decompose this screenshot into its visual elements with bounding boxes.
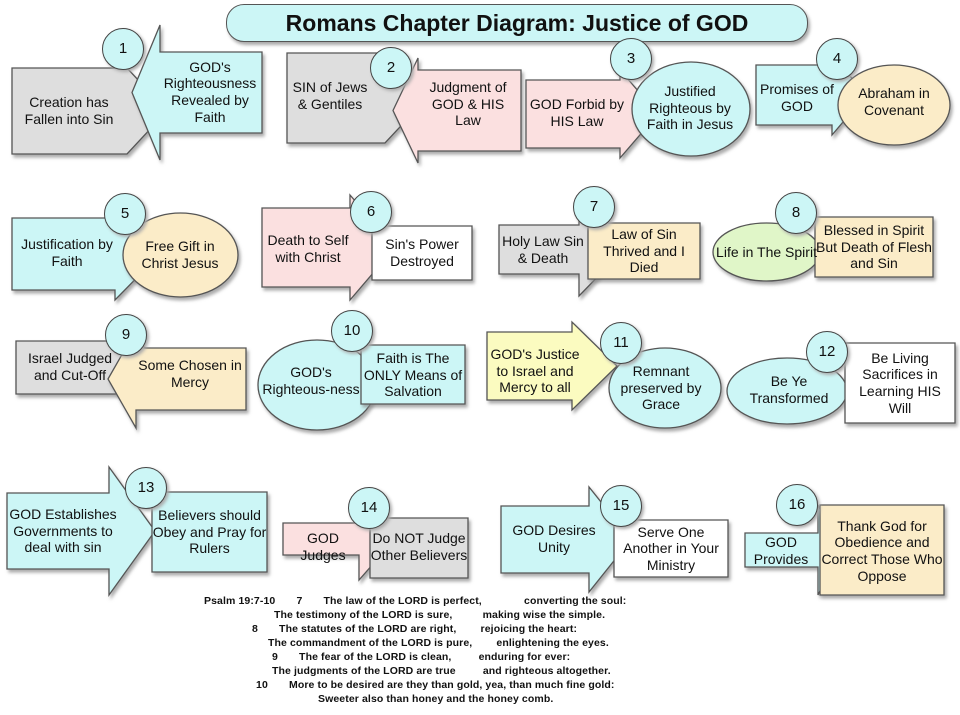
panel-3-right-label: Justified Righteous by Faith in Jesus bbox=[646, 83, 734, 133]
panel-7-left-label: Holy Law Sin & Death bbox=[502, 233, 584, 266]
panel-13-front-shape bbox=[151, 491, 268, 573]
panel-2-number-badge: 2 bbox=[370, 47, 412, 89]
diagram-title: Romans Chapter Diagram: Justice of GOD bbox=[226, 4, 808, 42]
panel-14-left-label: GOD Judges bbox=[300, 530, 346, 563]
panel-11-left-label: GOD's Justice to Israel and Mercy to all bbox=[490, 346, 580, 396]
panel-11-number-badge: 11 bbox=[600, 322, 642, 364]
panel-7-right-label: Law of Sin Thrived and I Died bbox=[603, 226, 685, 276]
panel-6-front-shape bbox=[371, 225, 473, 281]
psalm-line: The testimony of the LORD is sure, makin… bbox=[274, 609, 606, 621]
panel-15-right-label: Serve One Another in Your Ministry bbox=[623, 523, 719, 573]
panel-3-front-shape bbox=[631, 61, 751, 157]
panel-9-left-label: Israel Judged and Cut-Off bbox=[27, 350, 113, 383]
psalm-line: 10 More to be desired are they than gold… bbox=[256, 679, 615, 691]
panel-8-front-shape bbox=[814, 216, 934, 278]
panel-6-left-label: Death to Self with Christ bbox=[267, 232, 349, 265]
panel-12-number-badge: 12 bbox=[806, 331, 848, 373]
panel-10-front-shape bbox=[360, 344, 466, 405]
panel-6-right-label: Sin's Power Destroyed bbox=[385, 236, 459, 269]
panel-16-front-shape bbox=[819, 504, 945, 596]
panel-11-right-label: Remnant preserved by Grace bbox=[620, 363, 702, 413]
panel-3-left-label: GOD Forbid by HIS Law bbox=[529, 96, 625, 129]
panel-1-right-label: GOD's Righteousness Revealed by Faith bbox=[163, 58, 257, 125]
panel-13-number-badge: 13 bbox=[125, 467, 167, 509]
panel-8-left-label: Life in The Spirit bbox=[716, 243, 817, 260]
panel-2-left-label: SIN of Jews & Gentiles bbox=[292, 79, 368, 112]
panel-5-front-shape bbox=[122, 212, 239, 298]
panel-9-right-label: Some Chosen in Mercy bbox=[138, 357, 242, 390]
panel-1-back-shape bbox=[11, 67, 168, 155]
panel-5-right-label: Free Gift in Christ Jesus bbox=[141, 238, 219, 271]
panel-11-front-shape bbox=[608, 347, 722, 429]
panel-1-number-badge: 1 bbox=[102, 28, 144, 70]
panel-10-number-badge: 10 bbox=[331, 310, 373, 352]
panel-16-right-label: Thank God for Obedience and Correct Thos… bbox=[821, 517, 943, 584]
panel-12-front-shape bbox=[844, 342, 956, 424]
panel-16-number-badge: 16 bbox=[776, 484, 818, 526]
panel-8-number-badge: 8 bbox=[775, 192, 817, 234]
panel-7-front-shape bbox=[587, 222, 701, 280]
panel-3-number-badge: 3 bbox=[610, 38, 652, 80]
psalm-line: The commandment of the LORD is pure, enl… bbox=[268, 637, 609, 649]
panel-3-back-shape bbox=[525, 68, 659, 160]
panel-2-right-label: Judgment of GOD & HIS Law bbox=[429, 79, 507, 129]
panel-14-number-badge: 14 bbox=[348, 487, 390, 529]
panel-15-back-shape bbox=[500, 485, 632, 594]
panel-4-front-shape bbox=[837, 64, 951, 146]
panel-12-right-label: Be Living Sacrifices in Learning HIS Wil… bbox=[859, 349, 941, 416]
panel-2-front-shape bbox=[392, 57, 522, 164]
panel-11-back-shape bbox=[486, 320, 618, 412]
panel-13-back-shape bbox=[6, 464, 156, 598]
panel-15-left-label: GOD Desires Unity bbox=[512, 522, 596, 555]
panel-9-number-badge: 9 bbox=[105, 314, 147, 356]
panel-13-left-label: GOD Establishes Governments to deal with… bbox=[9, 506, 117, 556]
panel-7-number-badge: 7 bbox=[573, 186, 615, 228]
panel-10-left-label: GOD's Righteous-ness bbox=[262, 364, 360, 397]
panel-16-left-label: GOD Provides bbox=[753, 534, 809, 567]
panel-13-right-label: Believers should Obey and Pray for Ruler… bbox=[152, 507, 267, 557]
panel-5-number-badge: 5 bbox=[104, 193, 146, 235]
panel-5-left-label: Justification by Faith bbox=[21, 236, 113, 269]
panel-1-left-label: Creation has Fallen into Sin bbox=[24, 94, 114, 127]
panel-1-front-shape bbox=[131, 24, 263, 161]
panel-8-right-label: Blessed in Spirit But Death of Flesh and… bbox=[816, 222, 932, 272]
panel-10-right-label: Faith is The ONLY Means of Salvation bbox=[363, 350, 463, 400]
panel-15-number-badge: 15 bbox=[600, 485, 642, 527]
psalm-line: 8 The statutes of the LORD are right, re… bbox=[252, 623, 578, 635]
panel-14-right-label: Do NOT Judge Other Believers bbox=[370, 530, 468, 563]
psalm-line: Psalm 19:7-10 7 The law of the LORD is p… bbox=[204, 595, 627, 607]
panel-4-left-label: Promises of GOD bbox=[760, 81, 834, 114]
panel-14-front-shape bbox=[369, 517, 469, 579]
psalm-line: Sweeter also than honey and the honey co… bbox=[318, 693, 554, 705]
panel-6-number-badge: 6 bbox=[350, 191, 392, 233]
panel-4-right-label: Abraham in Covenant bbox=[858, 85, 930, 118]
panel-4-number-badge: 4 bbox=[816, 38, 858, 80]
psalm-line: The judgments of the LORD are true and r… bbox=[272, 665, 611, 677]
panel-12-left-label: Be Ye Transformed bbox=[749, 373, 829, 406]
psalm-line: 9 The fear of the LORD is clean, endurin… bbox=[272, 651, 571, 663]
panel-15-front-shape bbox=[613, 519, 729, 578]
